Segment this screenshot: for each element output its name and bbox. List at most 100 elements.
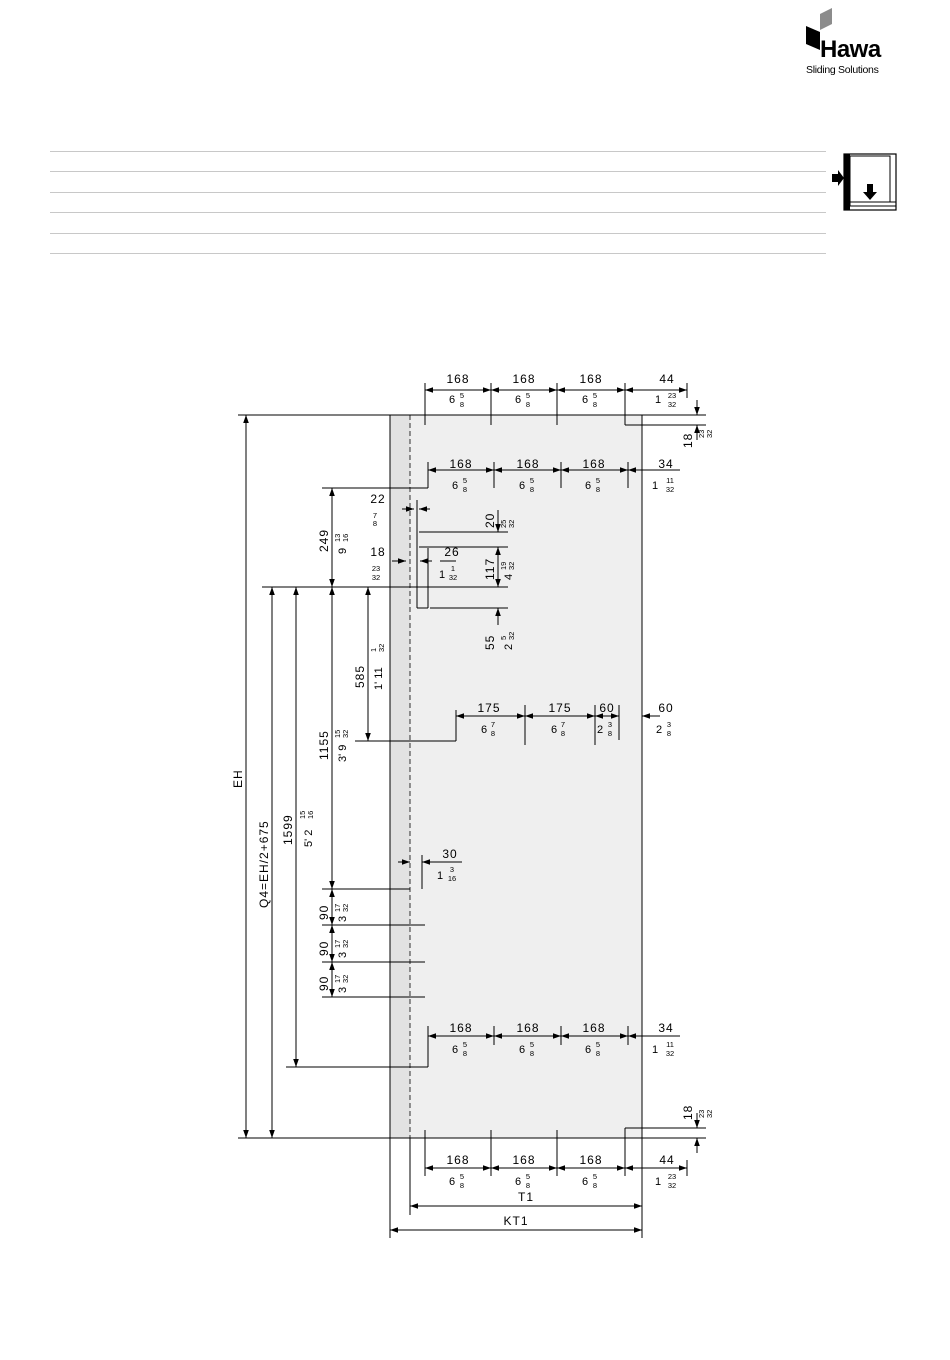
- header-rule: [50, 233, 826, 234]
- svg-text:32: 32: [666, 485, 674, 494]
- svg-text:6: 6: [449, 394, 455, 406]
- svg-text:117: 117: [483, 558, 497, 580]
- svg-text:16: 16: [306, 811, 315, 819]
- svg-text:8: 8: [596, 1049, 600, 1058]
- svg-text:15: 15: [298, 811, 307, 819]
- brand-tagline: Sliding Solutions: [806, 64, 879, 76]
- svg-text:6: 6: [452, 480, 458, 492]
- svg-text:6: 6: [582, 394, 588, 406]
- header-rule: [50, 253, 826, 254]
- svg-text:32: 32: [507, 562, 516, 570]
- svg-text:8: 8: [667, 729, 671, 738]
- svg-text:7: 7: [561, 720, 565, 729]
- svg-text:55: 55: [483, 635, 497, 650]
- svg-text:168: 168: [579, 1153, 602, 1167]
- svg-text:8: 8: [491, 729, 495, 738]
- dim-55: 55 2 5 32: [483, 632, 516, 650]
- svg-text:6: 6: [515, 394, 521, 406]
- door-edge-profile: [390, 415, 410, 1138]
- svg-text:1: 1: [439, 569, 445, 581]
- svg-text:3: 3: [667, 720, 671, 729]
- svg-text:23: 23: [668, 391, 676, 400]
- svg-text:32: 32: [666, 1049, 674, 1058]
- svg-text:17: 17: [333, 904, 342, 912]
- svg-text:168: 168: [516, 457, 539, 471]
- dim-117: 117 4 19 32: [483, 558, 516, 580]
- svg-text:32: 32: [341, 975, 350, 983]
- svg-text:23: 23: [697, 1110, 706, 1118]
- svg-text:8: 8: [530, 1049, 534, 1058]
- svg-text:7: 7: [373, 511, 377, 520]
- header-rule: [50, 171, 826, 172]
- dim-edge-top: 18 23 32: [681, 430, 714, 448]
- svg-text:34: 34: [658, 457, 673, 471]
- svg-text:1: 1: [652, 480, 658, 492]
- svg-text:2: 2: [597, 724, 603, 736]
- svg-text:26: 26: [444, 545, 459, 559]
- svg-text:6: 6: [452, 1044, 458, 1056]
- dim-90-a: 90 3 17 32: [317, 904, 350, 922]
- svg-text:8: 8: [463, 1049, 467, 1058]
- svg-text:32: 32: [341, 730, 350, 738]
- svg-text:13: 13: [333, 534, 342, 542]
- svg-text:17: 17: [333, 975, 342, 983]
- label-eh: EH: [231, 769, 245, 788]
- svg-text:11: 11: [666, 476, 674, 485]
- svg-text:20: 20: [483, 513, 497, 528]
- svg-text:8: 8: [526, 400, 530, 409]
- svg-text:8: 8: [561, 729, 565, 738]
- dim-18: 18 23 32: [370, 545, 384, 582]
- svg-text:4: 4: [503, 574, 515, 580]
- svg-text:5: 5: [526, 391, 530, 400]
- svg-text:15: 15: [333, 730, 342, 738]
- svg-text:6: 6: [519, 480, 525, 492]
- svg-text:8: 8: [373, 519, 377, 528]
- label-t1: T1: [518, 1190, 534, 1204]
- svg-text:5: 5: [596, 1040, 600, 1049]
- svg-text:3: 3: [608, 720, 612, 729]
- svg-text:30: 30: [442, 847, 457, 861]
- svg-text:19: 19: [499, 562, 508, 570]
- svg-text:3: 3: [337, 916, 349, 922]
- dim-26: 26 1 1 32: [439, 545, 459, 582]
- svg-text:6: 6: [582, 1176, 588, 1188]
- svg-text:8: 8: [463, 485, 467, 494]
- svg-text:60: 60: [658, 701, 673, 715]
- svg-text:1' 11: 1' 11: [373, 667, 385, 690]
- svg-text:1: 1: [369, 648, 378, 652]
- svg-text:23: 23: [372, 564, 380, 573]
- svg-text:16: 16: [448, 874, 456, 883]
- dim-585: 585 1' 11 1 32: [353, 644, 386, 690]
- hawa-logo: Hawa Sliding Solutions: [800, 6, 910, 76]
- dim-30: 30 1 3 16: [437, 847, 457, 883]
- svg-text:1: 1: [655, 1176, 661, 1188]
- header-rule: [50, 212, 826, 213]
- svg-text:32: 32: [705, 430, 714, 438]
- svg-text:1: 1: [451, 564, 455, 573]
- svg-text:6: 6: [515, 1176, 521, 1188]
- svg-text:5: 5: [530, 476, 534, 485]
- svg-text:1: 1: [655, 394, 661, 406]
- svg-text:5: 5: [596, 476, 600, 485]
- dim-249: 249 9 13 16: [317, 529, 350, 554]
- svg-text:3: 3: [337, 952, 349, 958]
- middle-row-labels: 175 6 7 8 175 6 7 8 60 2 3 8 60 2 3 8: [477, 701, 673, 738]
- svg-text:168: 168: [582, 457, 605, 471]
- svg-text:32: 32: [705, 1110, 714, 1118]
- dim-top-1: 168: [446, 372, 469, 386]
- svg-text:90: 90: [317, 905, 331, 920]
- svg-text:18: 18: [681, 1105, 695, 1120]
- dim-90-c: 90 3 17 32: [317, 975, 350, 993]
- svg-text:8: 8: [460, 1181, 464, 1190]
- svg-text:1: 1: [437, 870, 443, 882]
- svg-text:32: 32: [668, 400, 676, 409]
- svg-text:32: 32: [507, 520, 516, 528]
- hawa-logo-mark: [806, 8, 832, 50]
- svg-text:6: 6: [551, 724, 557, 736]
- dim-22: 22 7 8: [370, 492, 384, 528]
- door-panel: [390, 415, 642, 1138]
- svg-text:32: 32: [507, 632, 516, 640]
- svg-text:32: 32: [668, 1181, 676, 1190]
- svg-text:9: 9: [337, 548, 349, 554]
- svg-text:8: 8: [526, 1181, 530, 1190]
